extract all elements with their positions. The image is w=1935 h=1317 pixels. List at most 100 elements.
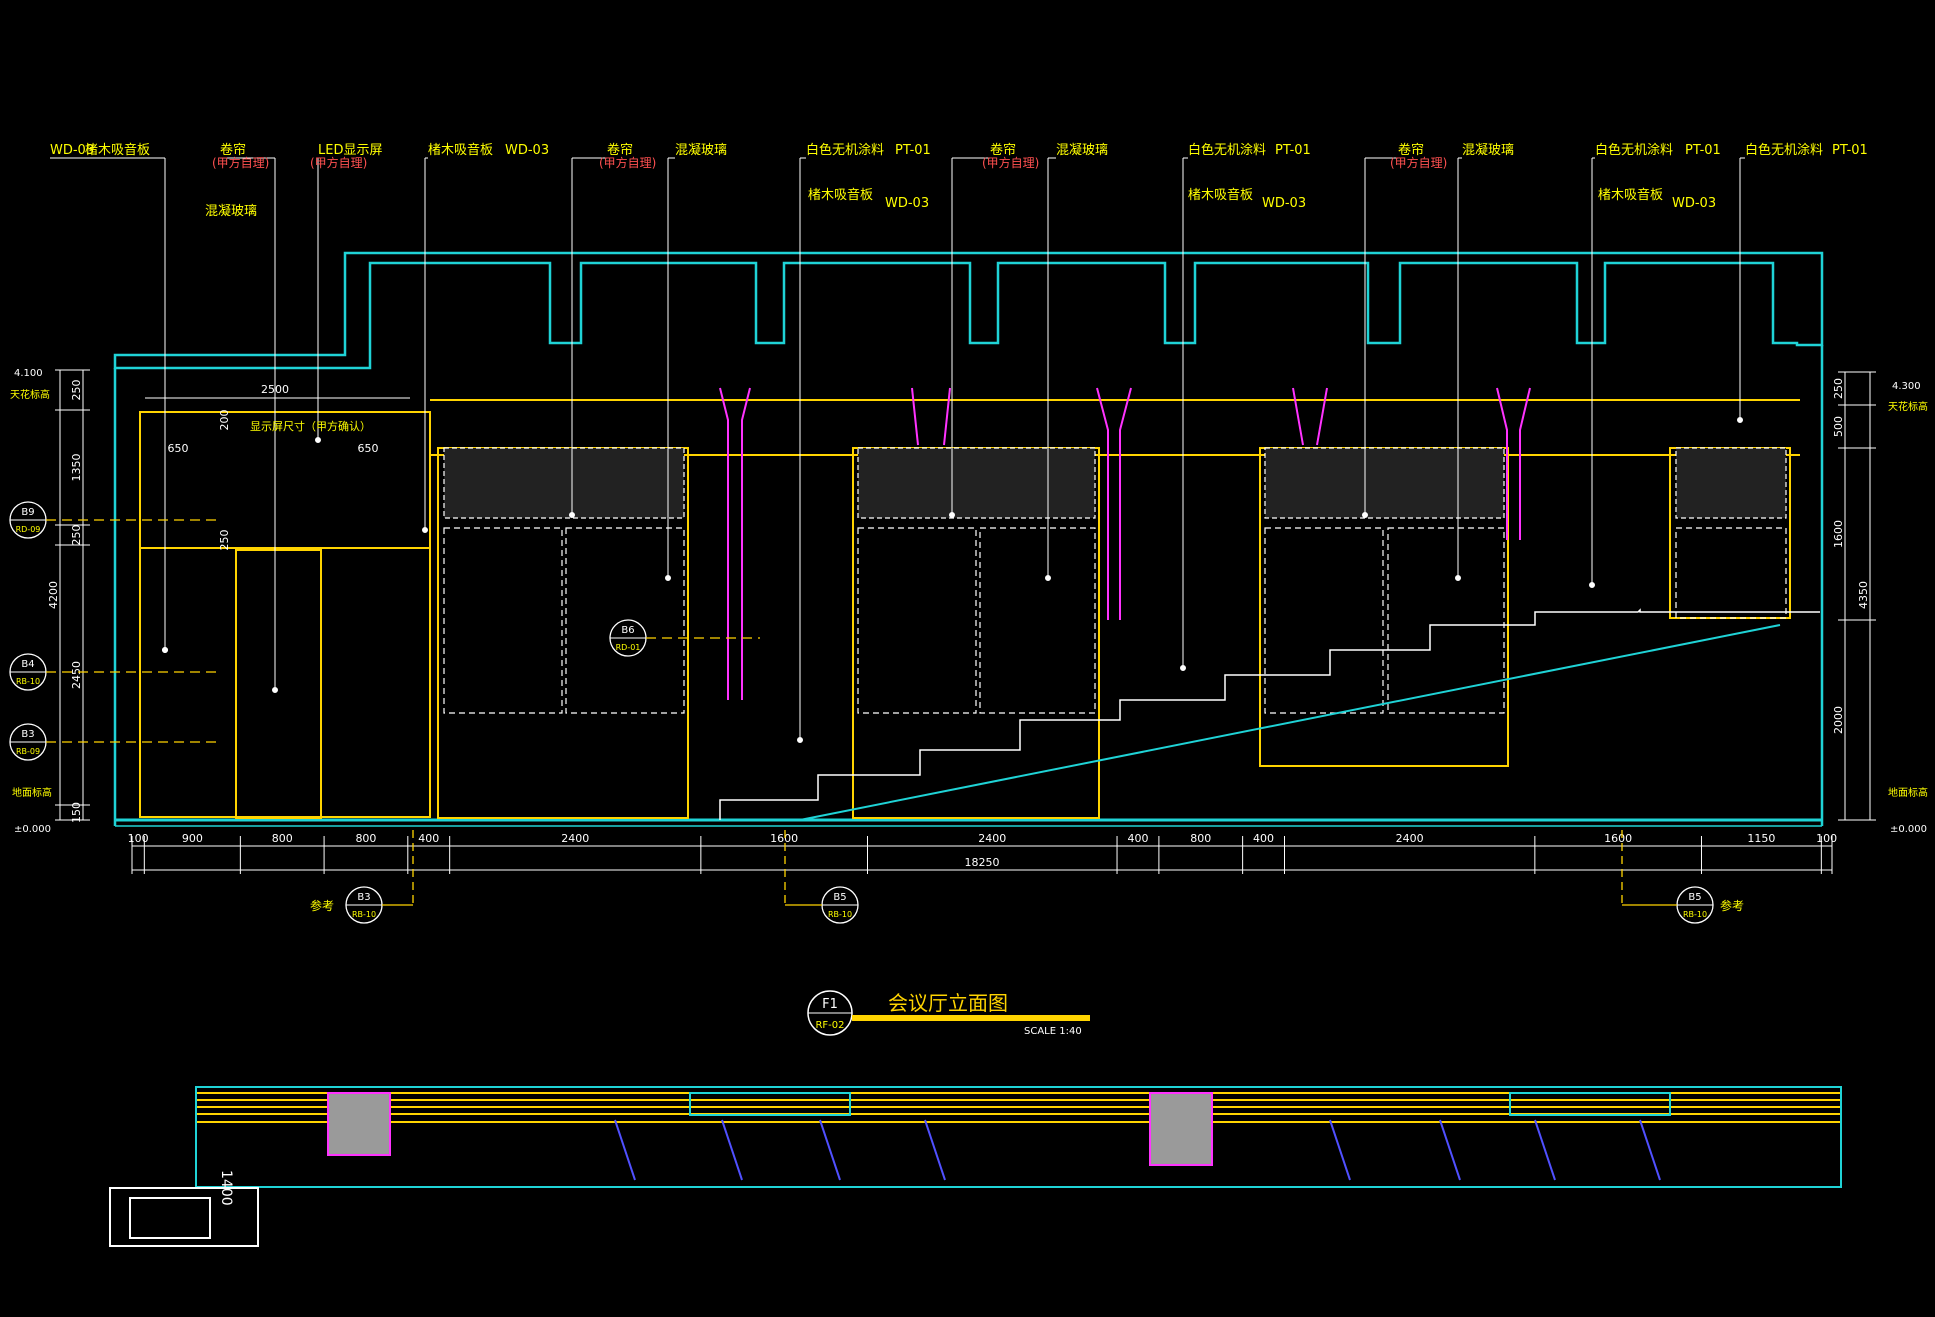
dim-text: 250 [70,525,83,546]
leader-lines [50,157,1745,743]
level-left-bottom: ±0.000 [14,824,51,835]
bubble-ref-top: B3 [21,729,34,740]
section-ref-note: 参考 [310,898,334,913]
leader-dot [797,737,803,743]
material-label: 卷帘 [607,142,633,158]
leader-dot [1180,665,1186,671]
leader-dot [1045,575,1051,581]
led-size-text: 显示屏尺寸（甲方确认） [250,419,371,433]
inner-dim-text: 650 [168,442,189,455]
level-left-top-note: 天花标高 [10,388,50,401]
leader-dot [569,512,575,518]
level-left-top: 4.100 [14,368,43,379]
level-left-bottom-note: 地面标高 [12,786,52,799]
material-label: WD-03 [505,143,549,158]
level-right-top: 4.300 [1892,381,1921,392]
material-label: 楮木吸音板 [85,142,150,158]
material-label-note: (甲方自理) [310,155,367,170]
inner-dim-text: 2500 [261,383,289,396]
ceiling-fixtures [719,387,1531,700]
level-right-bottom: ±0.000 [1890,824,1927,835]
dim-text: 400 [1127,832,1148,845]
dim-text: 900 [182,832,203,845]
title-ref-top: F1 [822,997,838,1012]
bubble-ref-top: B9 [21,507,34,518]
material-label: 楮木吸音板 [808,187,873,203]
material-label: 混凝玻璃 [675,142,727,158]
dim-text: 1600 [1832,520,1845,548]
bubble-ref-bottom: RB-10 [352,910,376,919]
leader-dot [422,527,428,533]
floor-line [113,345,1824,827]
stepped-seating [719,608,1820,821]
leader-dot [1737,417,1743,423]
bubble-ref-top: B3 [357,892,370,903]
level-right-top-note: 天花标高 [1888,400,1928,413]
material-label: 卷帘 [1398,142,1424,158]
inner-dim-text: 250 [218,530,231,551]
material-label: PT-01 [1832,143,1868,158]
plan-view: 1400 [109,1086,1842,1247]
bubble-ref-bottom: RD-09 [16,525,41,534]
leader-dot [949,512,955,518]
material-label: 楮木吸音板 [1598,187,1663,203]
title-ref-bottom: RF-02 [815,1020,844,1031]
dim-text: 250 [70,380,83,401]
bubble-ref-bottom: RB-10 [828,910,852,919]
dim-total-text: 18250 [965,856,1000,869]
material-label: WD-03 [1262,196,1306,211]
dim-text: 2450 [70,661,83,689]
material-label: PT-01 [895,143,931,158]
material-label: WD-03 [1672,196,1716,211]
material-label-note: (甲方自理) [599,155,656,170]
material-label: LED显示屏 [318,143,382,158]
dim-text: 150 [70,802,83,823]
dim-total-text: 4350 [1857,581,1870,609]
dim-text: 1600 [770,832,798,845]
leader-dot [1362,512,1368,518]
bubble-ref-top: B6 [621,625,634,636]
material-label: 白色无机涂料 [806,142,884,158]
title-scale: SCALE 1:40 [1024,1026,1082,1037]
material-label: 卷帘 [220,142,246,158]
material-label: 白色无机涂料 [1745,142,1823,158]
level-right-bottom-note: 地面标高 [1888,786,1928,799]
plan-dim-text: 1400 [218,1170,234,1206]
leader-dot [665,575,671,581]
dim-text: 250 [1832,378,1845,399]
material-label: 楮木吸音板 [1188,187,1253,203]
dim-text: 2400 [978,832,1006,845]
dim-total-text: 4200 [47,581,60,609]
material-label: WD-03 [50,143,94,158]
bubble-ref-bottom: RB-09 [16,747,40,756]
dim-text: 1600 [1604,832,1632,845]
dim-text: 800 [272,832,293,845]
inner-dim-text: 650 [358,442,379,455]
material-label: 混凝玻璃 [1056,142,1108,158]
title-text: 会议厅立面图 [888,991,1008,1015]
material-label: 白色无机涂料 [1595,142,1673,158]
dim-text: 400 [1253,832,1274,845]
material-label: 白色无机涂料 [1188,142,1266,158]
leader-dot [272,687,278,693]
leader-dot [315,437,321,443]
ceiling-slab [113,251,1824,370]
material-label-note: (甲方自理) [982,155,1039,170]
material-label-note: (甲方自理) [212,155,269,170]
material-label: PT-01 [1685,143,1721,158]
bubble-ref-top: B5 [1688,892,1701,903]
material-label: 混凝玻璃 [205,203,257,219]
leader-dot [162,647,168,653]
section-ref-note: 参考 [1720,898,1744,913]
